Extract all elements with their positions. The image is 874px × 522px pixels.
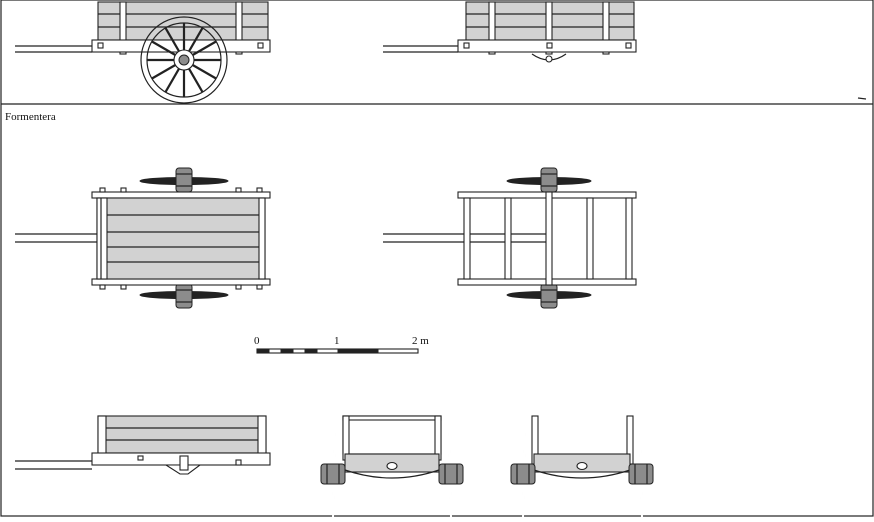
scale-tick-0: 0 xyxy=(254,335,260,347)
wheel-spoke xyxy=(192,40,217,56)
wheel-spoke xyxy=(164,68,180,93)
plan-view-boarded xyxy=(15,167,271,309)
top-wheel xyxy=(140,16,228,104)
scale-bar xyxy=(256,348,419,354)
wheel-spoke xyxy=(188,68,204,93)
wheel-spoke xyxy=(164,27,180,52)
plan-view-frame xyxy=(383,167,637,309)
front-elevation xyxy=(320,415,464,518)
wheel-spoke xyxy=(188,27,204,52)
section-label: Formentera xyxy=(5,111,56,123)
top-side-elevation xyxy=(15,1,271,55)
scale-tick-2m: 2 m xyxy=(412,335,429,347)
rear-elevation xyxy=(510,415,654,518)
wheel-spoke xyxy=(151,40,176,56)
scale-tick-1: 1 xyxy=(334,335,340,347)
bottom-side-elevation xyxy=(15,415,271,475)
wheel-spoke xyxy=(192,64,217,80)
wheel-spoke xyxy=(151,64,176,80)
top-rear-elevation xyxy=(383,1,867,100)
